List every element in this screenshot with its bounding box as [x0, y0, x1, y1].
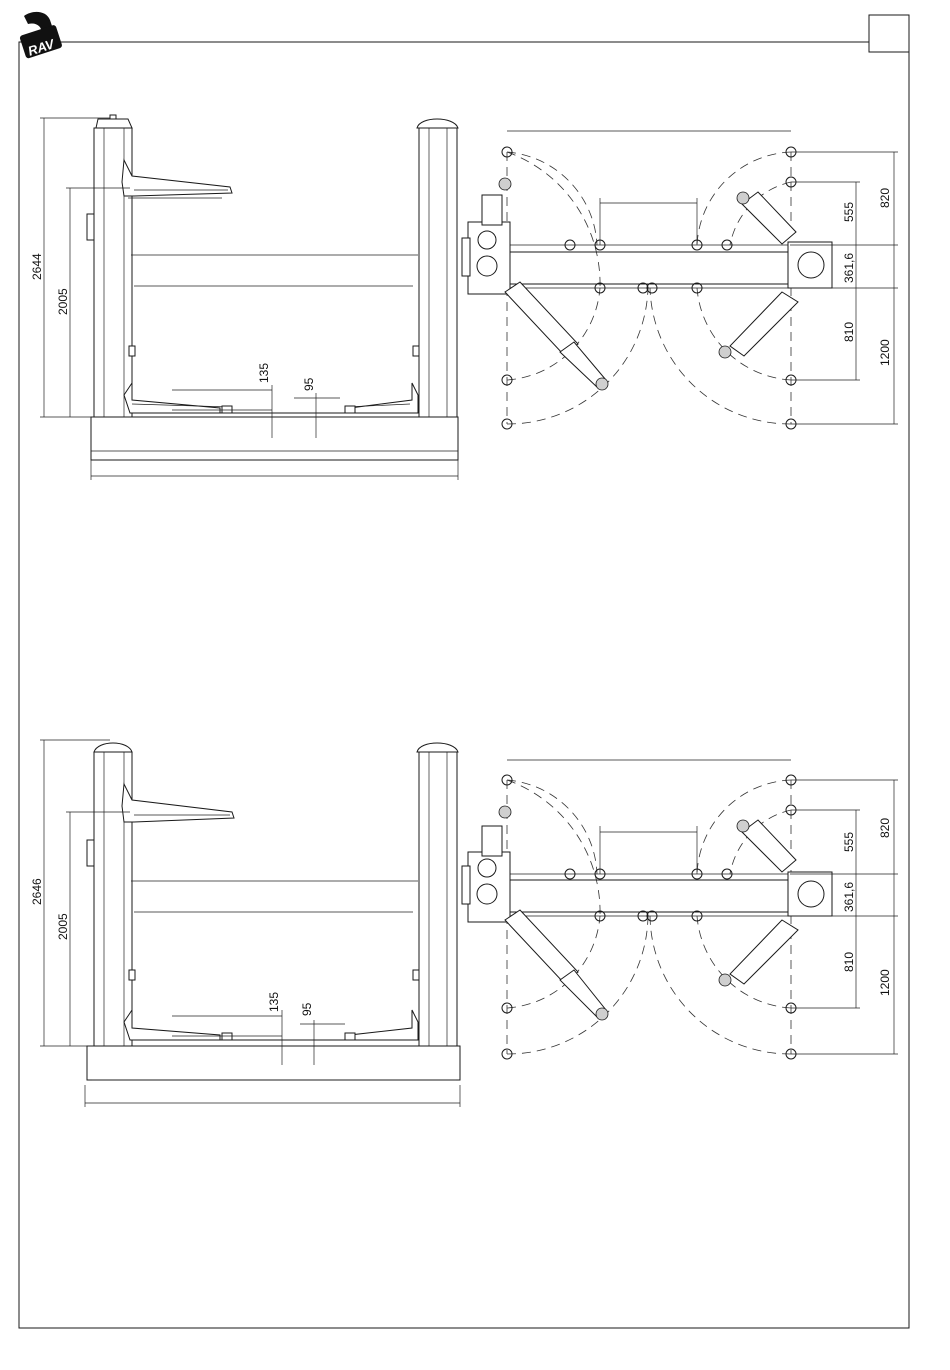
dim-lift-height: 2005: [56, 913, 70, 940]
top-view-2: 820 555 361,6 810 1200: [462, 760, 898, 1059]
dim-555: 555: [842, 832, 856, 852]
side-view-2: 2646 2005 135 95: [30, 740, 460, 1107]
dim-arm-height: 135: [257, 363, 271, 383]
dim-1200: 1200: [878, 969, 892, 996]
dim-361-6: 361,6: [842, 253, 856, 283]
dim-1200: 1200: [878, 339, 892, 366]
dim-pad-height: 95: [302, 377, 316, 391]
dim-arm-height: 135: [267, 992, 281, 1012]
dim-total-height: 2644: [30, 253, 44, 280]
top-view-1: 820 555 361,6 810 1200: [462, 131, 898, 429]
dim-total-height: 2646: [30, 878, 44, 905]
dim-555: 555: [842, 202, 856, 222]
dim-lift-height: 2005: [56, 288, 70, 315]
page-number-box: [869, 15, 909, 52]
dim-361-6: 361,6: [842, 882, 856, 912]
dim-820: 820: [878, 188, 892, 208]
dim-pad-height: 95: [300, 1002, 314, 1016]
dim-810: 810: [842, 952, 856, 972]
dim-810: 810: [842, 322, 856, 342]
side-view-1: 2644 2005 135 95: [30, 115, 458, 480]
dim-820: 820: [878, 818, 892, 838]
rav-logo: RAV: [19, 12, 63, 59]
